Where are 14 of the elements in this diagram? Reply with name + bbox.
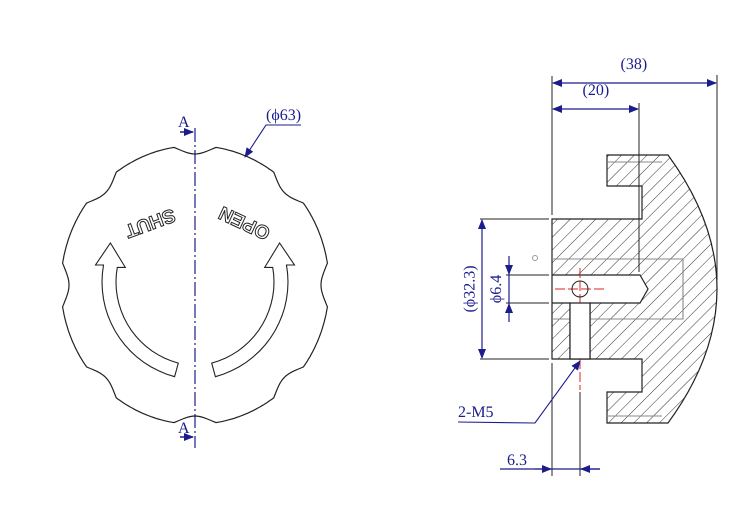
dimension-text: ϕ6.4 xyxy=(488,274,506,304)
knob-outline-drawing xyxy=(62,146,328,424)
callout-text: 2-M5 xyxy=(458,404,494,422)
section-label: A xyxy=(178,420,190,438)
dimension-text: (38) xyxy=(620,56,648,74)
dimension-text: (20) xyxy=(582,82,610,100)
dimension-text: 6.3 xyxy=(507,452,527,470)
leader-line xyxy=(458,360,581,424)
dimension-text: (ϕ63) xyxy=(266,107,302,125)
dimension-text: (ϕ32.3) xyxy=(461,265,480,313)
engraved-text: SHUT xyxy=(122,204,178,240)
threaded-hole xyxy=(569,302,591,360)
section-label: A xyxy=(178,114,190,132)
leader-line xyxy=(244,124,302,158)
